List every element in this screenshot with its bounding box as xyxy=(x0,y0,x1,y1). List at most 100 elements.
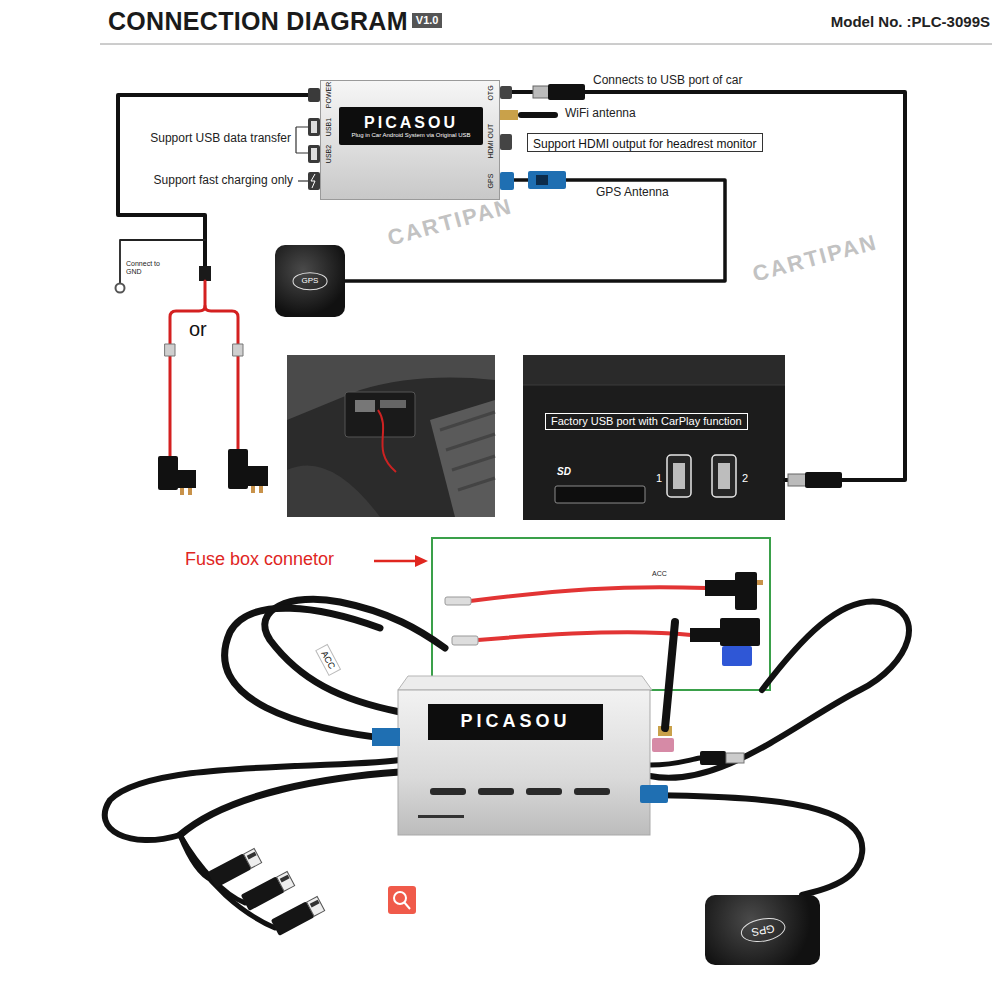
device-box: PICASOUPlug in Car Android System via Or… xyxy=(320,80,500,200)
pointer-arrow xyxy=(374,560,417,563)
cable xyxy=(105,760,400,840)
fuse-tap-wire xyxy=(478,632,691,640)
note-label: Support fast charging only xyxy=(154,174,293,188)
device-port xyxy=(308,88,320,190)
usb-female-connector xyxy=(280,875,290,883)
usb-plug xyxy=(548,84,585,100)
cable-connector xyxy=(500,92,905,480)
port-name: OTG xyxy=(487,85,495,100)
device-port xyxy=(311,174,315,188)
version-badge: V1.0 xyxy=(412,13,443,28)
cable-label: GPS Antenna xyxy=(596,186,669,200)
car-interior-photo xyxy=(287,355,495,517)
gps-connector xyxy=(528,171,566,189)
usb-female-connector xyxy=(244,849,262,869)
usb-panel-photo xyxy=(523,355,785,520)
usb-panel-photo xyxy=(523,385,785,386)
device-port xyxy=(308,118,320,136)
fuse-tap xyxy=(228,449,248,489)
device-housing xyxy=(700,751,726,765)
car-interior-photo xyxy=(287,465,380,517)
device-housing xyxy=(372,622,744,835)
fuse-tap xyxy=(251,486,255,493)
usb-female-connector xyxy=(271,896,325,936)
wifi-antenna xyxy=(500,110,558,120)
device-housing xyxy=(526,788,562,795)
port-name: HDMI OUT xyxy=(487,124,495,159)
node-title: GPS xyxy=(750,921,775,938)
fuse-tap-wire xyxy=(705,580,735,596)
usb-female-connector xyxy=(277,872,295,892)
usb-female-connector xyxy=(208,853,252,888)
power-cable xyxy=(120,240,205,283)
cable xyxy=(105,599,909,928)
usb-female-connector xyxy=(307,897,325,917)
port-number: 2 xyxy=(742,472,748,485)
usb-port-panel: Factory USB port with CarPlay function xyxy=(523,355,785,520)
diagram-title: CONNECTION DIAGRAM xyxy=(108,7,408,36)
leader-line xyxy=(298,180,308,181)
usb-panel-photo xyxy=(673,463,685,489)
device-port xyxy=(311,148,317,160)
usb-panel-photo xyxy=(712,455,736,497)
port-name: GPS xyxy=(487,174,495,189)
zoom-icon xyxy=(388,886,416,914)
device-port xyxy=(311,121,317,133)
power-cable xyxy=(199,266,211,281)
usb-plug xyxy=(533,84,842,488)
title-rule xyxy=(100,44,992,45)
car-interior-photo xyxy=(440,412,495,490)
fuse-tap-wire xyxy=(720,618,760,646)
fuse-tap xyxy=(158,456,178,490)
device-housing xyxy=(665,622,675,728)
node-title: PICASOU xyxy=(432,711,599,733)
gps-antenna: GPS xyxy=(705,895,820,965)
text-holder: PICASOUPlug in Car Android System via Or… xyxy=(339,107,483,145)
note-label: Support USB data transfer xyxy=(150,132,291,146)
gps-connector xyxy=(536,175,548,185)
cable xyxy=(650,758,700,765)
power-cable xyxy=(233,344,243,356)
usb-female-connector xyxy=(208,848,325,936)
power-cable xyxy=(165,344,175,356)
port-number: 1 xyxy=(656,472,662,485)
wire-tag: ACC xyxy=(652,570,667,578)
power-cable xyxy=(205,306,238,449)
usb-panel-photo xyxy=(555,486,645,503)
device-housing xyxy=(652,738,674,752)
device-port xyxy=(500,172,514,190)
text-holder: PICASOU xyxy=(428,704,603,740)
fuse-tap xyxy=(180,488,184,495)
node-subtitle: Plug in Car Android System via Original … xyxy=(345,132,477,139)
cable-label: Connects to USB port of car xyxy=(593,74,742,88)
note-label: Connect to GND xyxy=(126,260,164,276)
device-photo: PICASOU xyxy=(398,690,650,835)
usb-panel-photo xyxy=(667,455,691,497)
port-name: USB2 xyxy=(325,145,333,163)
leader-line xyxy=(296,127,308,153)
power-cable xyxy=(116,284,125,293)
fuse-tap-wire xyxy=(445,572,763,666)
car-interior-photo xyxy=(430,400,495,517)
usb-female-connector xyxy=(208,848,262,888)
usb-panel-photo xyxy=(523,355,785,520)
gps-antenna: GPS xyxy=(275,245,345,317)
highlight-frame xyxy=(432,538,770,690)
pointer-arrow xyxy=(374,555,428,567)
usb-panel-photo xyxy=(523,355,785,385)
gps-connector xyxy=(640,785,668,803)
fuse-tap xyxy=(188,488,192,495)
node-title: Factory USB port with CarPlay function xyxy=(551,415,742,428)
usb-female-connector xyxy=(310,900,320,908)
zoom-icon xyxy=(404,902,410,909)
device-housing xyxy=(398,676,652,690)
fuse-tap-wire xyxy=(452,636,478,645)
leader-line xyxy=(296,127,308,181)
device-housing xyxy=(372,728,400,746)
cable xyxy=(225,608,400,740)
device-port xyxy=(308,88,320,102)
